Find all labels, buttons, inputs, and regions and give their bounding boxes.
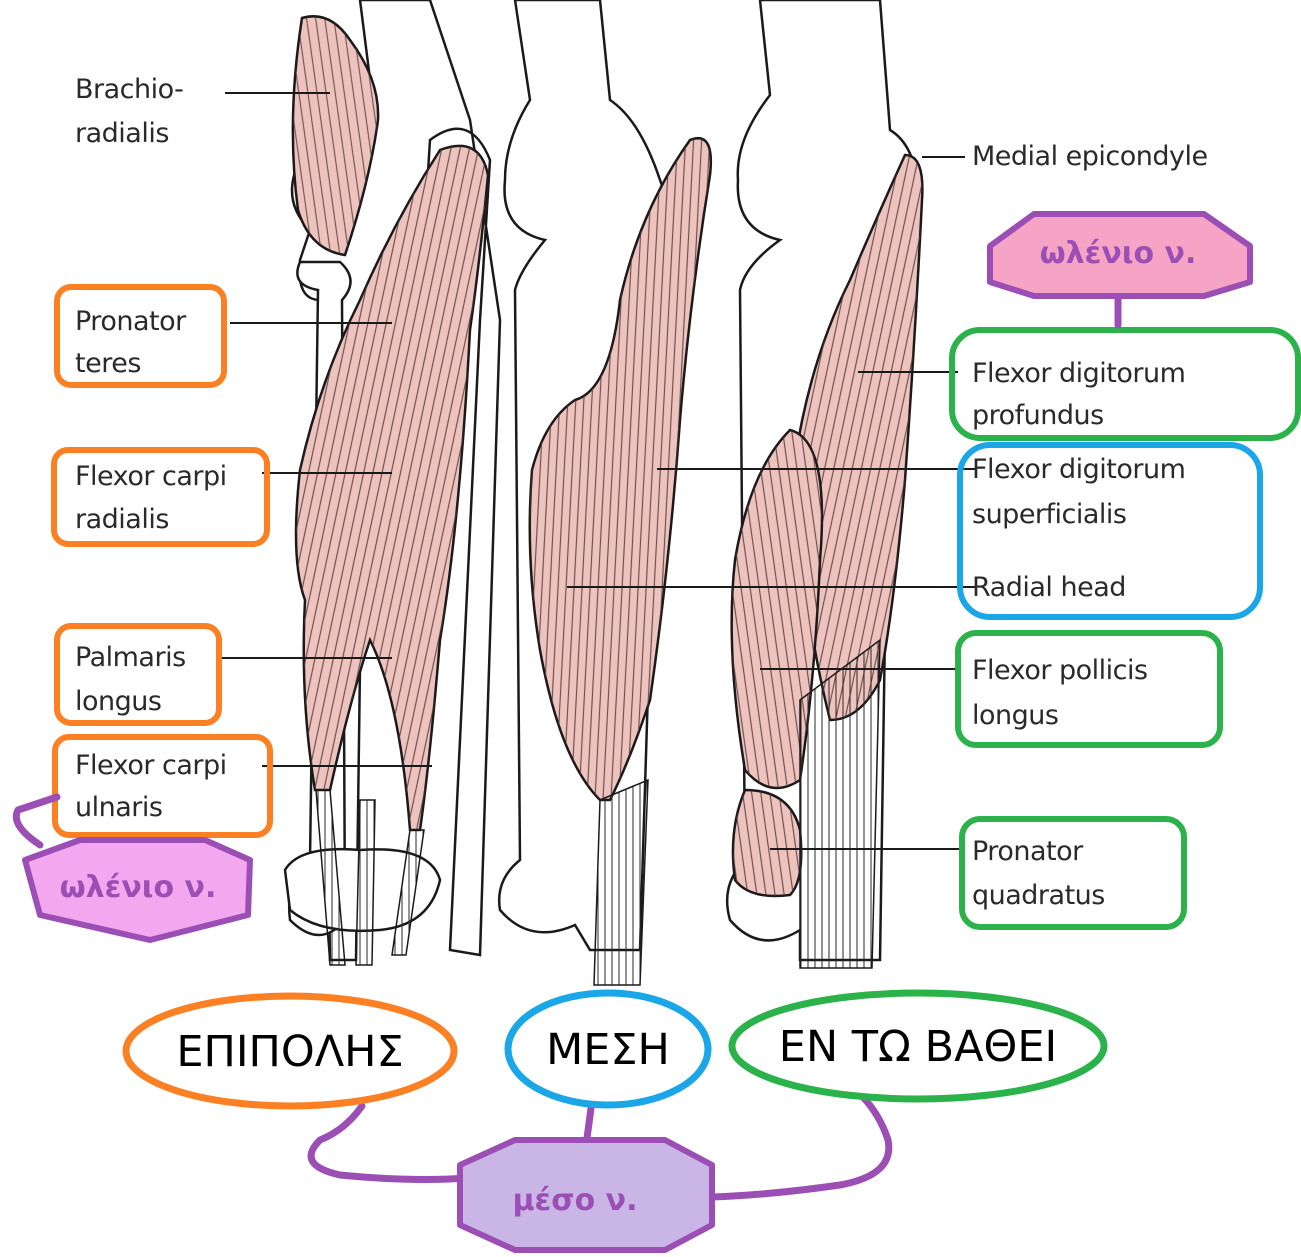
label-fds-1: Flexor digitorum bbox=[972, 454, 1185, 485]
ulnar-nerve-left: ωλένιο ν. bbox=[25, 840, 250, 940]
label-fpl-2: longus bbox=[972, 700, 1058, 731]
label-pronator-teres-1: Pronator bbox=[75, 306, 187, 337]
ulnar-top-label: ωλένιο ν. bbox=[1040, 236, 1197, 271]
ulnar-nerve-top: ωλένιο ν. bbox=[990, 214, 1250, 296]
label-fcu-2: ulnaris bbox=[75, 792, 162, 823]
label-palmaris-1: Palmaris bbox=[75, 642, 186, 673]
label-radial-head: Radial head bbox=[972, 572, 1126, 603]
arm-deep bbox=[727, 0, 922, 968]
layer-deep-label: ΕΝ ΤΩ ΒΑΘΕΙ bbox=[779, 1022, 1057, 1072]
label-fcu-1: Flexor carpi bbox=[75, 750, 227, 781]
ulnar-left-label: ωλένιο ν. bbox=[60, 870, 217, 905]
label-pq-2: quadratus bbox=[972, 880, 1105, 911]
label-fcr-2: radialis bbox=[75, 504, 169, 535]
label-fcr-1: Flexor carpi bbox=[75, 461, 227, 492]
tendons-2 bbox=[594, 780, 648, 985]
layer-superficial-label: ΕΠΙΠΟΛΗΣ bbox=[176, 1027, 403, 1077]
label-medial-epicondyle: Medial epicondyle bbox=[972, 141, 1208, 172]
arm-middle bbox=[499, 0, 711, 985]
label-fdp-2: profundus bbox=[972, 400, 1104, 431]
label-pq-1: Pronator bbox=[972, 836, 1084, 867]
label-brachioradialis-1: Brachio- bbox=[75, 74, 183, 105]
label-palmaris-2: longus bbox=[75, 686, 161, 717]
label-pronator-teres-2: teres bbox=[75, 348, 141, 379]
layer-superficial: ΕΠΙΠΟΛΗΣ bbox=[126, 996, 454, 1106]
label-fdp-1: Flexor digitorum bbox=[972, 358, 1185, 389]
layer-deep: ΕΝ ΤΩ ΒΑΘΕΙ bbox=[732, 993, 1104, 1099]
label-fpl-1: Flexor pollicis bbox=[972, 655, 1148, 686]
layer-middle: ΜΕΣΗ bbox=[508, 993, 708, 1105]
median-label: μέσο ν. bbox=[512, 1183, 637, 1218]
label-brachioradialis-2: radialis bbox=[75, 118, 169, 149]
median-nerve: μέσο ν. bbox=[460, 1140, 712, 1250]
label-fds-2: superficialis bbox=[972, 499, 1127, 530]
arm-superficial bbox=[285, 0, 500, 965]
layer-middle-label: ΜΕΣΗ bbox=[546, 1025, 670, 1075]
